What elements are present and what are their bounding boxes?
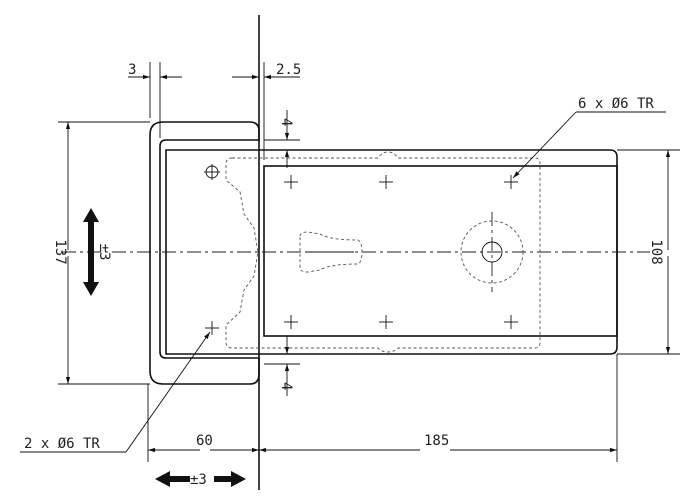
dim-upper-offset: 4 bbox=[278, 118, 294, 126]
body-plate-outline bbox=[165, 149, 618, 355]
hole-marker-left-1 bbox=[205, 321, 219, 335]
dim-lower-offset: 4 bbox=[278, 382, 294, 390]
left-frame-outline bbox=[149, 121, 260, 385]
dim-height-body: 108 bbox=[648, 239, 664, 264]
hidden-slot bbox=[299, 231, 363, 273]
vertical-adjust-arrow-icon bbox=[83, 208, 99, 296]
hole-marker-4 bbox=[284, 315, 298, 329]
annotation-holes-left: 2 x Ø6 TR bbox=[24, 436, 100, 452]
adjust-horizontal-label: ±3 bbox=[190, 472, 207, 488]
dim-top-right-gap: 2.5 bbox=[276, 62, 301, 78]
dim-height-overall: 137 bbox=[52, 239, 68, 264]
hole-marker-6 bbox=[504, 315, 518, 329]
horizontal-adjust-arrow-icon bbox=[155, 471, 246, 487]
mounting-plate bbox=[263, 165, 618, 337]
hidden-hinge-circle bbox=[460, 220, 524, 284]
dim-width-right: 185 bbox=[424, 433, 449, 449]
annotation-holes-right: 6 x Ø6 TR bbox=[578, 96, 654, 112]
hidden-leaf-contour bbox=[225, 151, 541, 353]
dim-top-left-gap: 3 bbox=[128, 62, 136, 78]
hole-marker-5 bbox=[379, 315, 393, 329]
hinge-pin-circle bbox=[481, 241, 503, 263]
hole-marker-1 bbox=[284, 175, 298, 189]
dim-width-left: 60 bbox=[196, 433, 213, 449]
hole-marker-2 bbox=[379, 175, 393, 189]
hole-marker-3 bbox=[504, 175, 518, 189]
adjust-vertical-label: ±3 bbox=[96, 244, 112, 261]
